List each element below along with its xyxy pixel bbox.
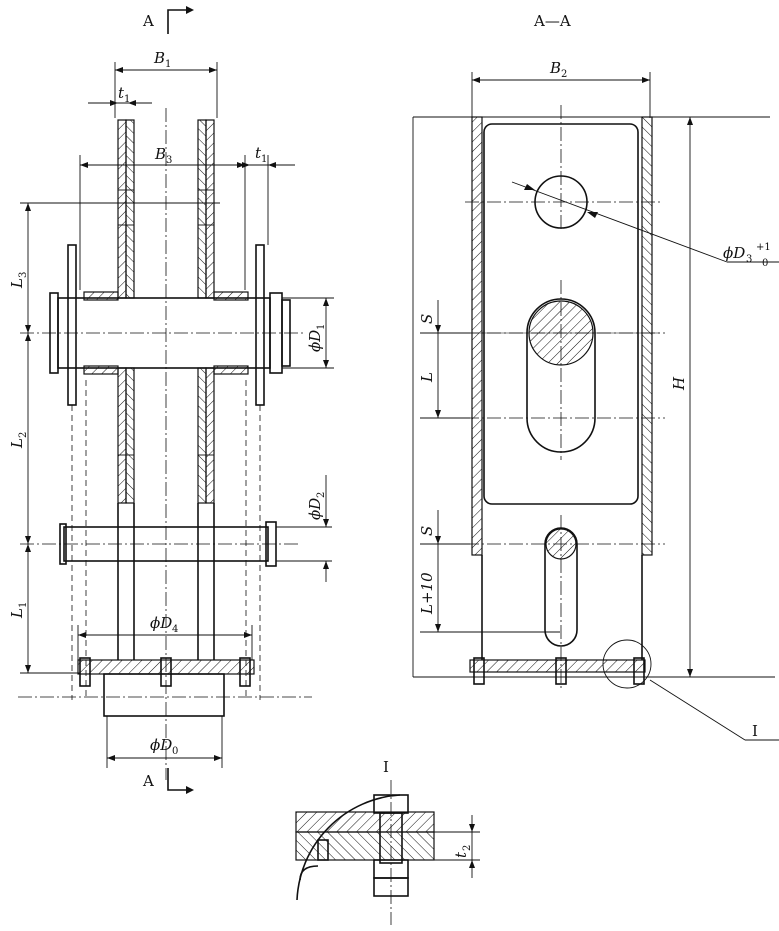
dim-h: H <box>670 117 693 677</box>
detail-callout: I <box>602 639 779 741</box>
dim-b3: B 3 <box>79 145 246 290</box>
l3-sub: 3 <box>18 272 29 278</box>
hole-d3: ϕD 3 +1 0 <box>465 105 779 269</box>
dim-t2: t 2 <box>434 815 480 878</box>
l1-sub: 1 <box>18 602 29 608</box>
l2-label: L <box>8 438 26 449</box>
t1-left-sub: 1 <box>124 94 130 105</box>
d3-tol-upper: +1 <box>756 242 771 253</box>
t1-right-sub: 1 <box>261 154 267 165</box>
d3-tol-lower: 0 <box>762 258 768 269</box>
bottom-flange <box>18 657 312 717</box>
d1-label: ϕD <box>306 330 324 352</box>
t2-label: t <box>452 851 470 858</box>
b3-sub: 3 <box>166 155 172 166</box>
dim-s-l: S L S L+10 <box>418 300 560 633</box>
section-mark-bottom-label: A <box>142 772 154 790</box>
front-view: A B 1 t 1 B <box>8 6 334 794</box>
b2-label: B <box>549 59 561 77</box>
detail-callout-label: I <box>752 722 758 740</box>
b2-sub: 2 <box>561 69 567 80</box>
d2-sub: 2 <box>316 492 327 498</box>
upper-shaft <box>20 291 305 375</box>
dim-t1-left: t 1 <box>88 84 152 106</box>
s-lower-label: S <box>418 526 436 536</box>
s-upper-label: S <box>418 314 436 324</box>
section-mark-top-label: A <box>142 12 154 30</box>
left-wall <box>117 119 135 660</box>
b1-sub: 1 <box>165 59 171 70</box>
section-mark-top: A <box>142 6 194 34</box>
dim-l-chain: L 3 L 2 L 1 <box>8 202 220 674</box>
dim-d4: ϕD 4 <box>77 614 253 660</box>
l-label: L <box>418 372 436 383</box>
t1-left-label: t <box>118 84 125 102</box>
t1-right-label: t <box>255 144 262 162</box>
l1-label: L <box>8 608 26 619</box>
dim-d0: ϕD 0 <box>106 716 223 768</box>
detail-view: I t 2 <box>295 758 480 925</box>
d1-sub: 1 <box>316 324 327 330</box>
upper-slot <box>465 280 665 460</box>
dim-t1-right: t 1 <box>228 144 295 245</box>
b3-label: B <box>154 145 166 163</box>
lower-shaft <box>20 521 300 567</box>
d3-label: ϕD <box>723 244 745 262</box>
l-plus-10-label: L+10 <box>418 572 436 615</box>
dim-b1: B 1 <box>114 49 218 118</box>
l3-label: L <box>8 278 26 289</box>
d2-label: ϕD <box>306 498 324 520</box>
section-mark-bottom: A <box>142 768 194 794</box>
d3-sub: 3 <box>746 254 752 265</box>
t2-sub: 2 <box>462 845 473 851</box>
d4-sub: 4 <box>172 624 178 635</box>
section-view: A—A B 2 ϕD 3 <box>412 12 779 741</box>
right-wall <box>197 119 215 660</box>
detail-title: I <box>383 758 389 776</box>
b1-label: B <box>153 49 165 67</box>
d4-label: ϕD <box>150 614 172 632</box>
h-label: H <box>670 376 688 391</box>
d0-sub: 0 <box>172 746 178 757</box>
l2-sub: 2 <box>18 432 29 438</box>
dim-d2: ϕD 2 <box>276 475 332 582</box>
section-title: A—A <box>533 12 571 30</box>
dim-d1: ϕD 1 <box>282 297 334 369</box>
dim-b2: B 2 <box>471 59 651 118</box>
d0-label: ϕD <box>150 736 172 754</box>
